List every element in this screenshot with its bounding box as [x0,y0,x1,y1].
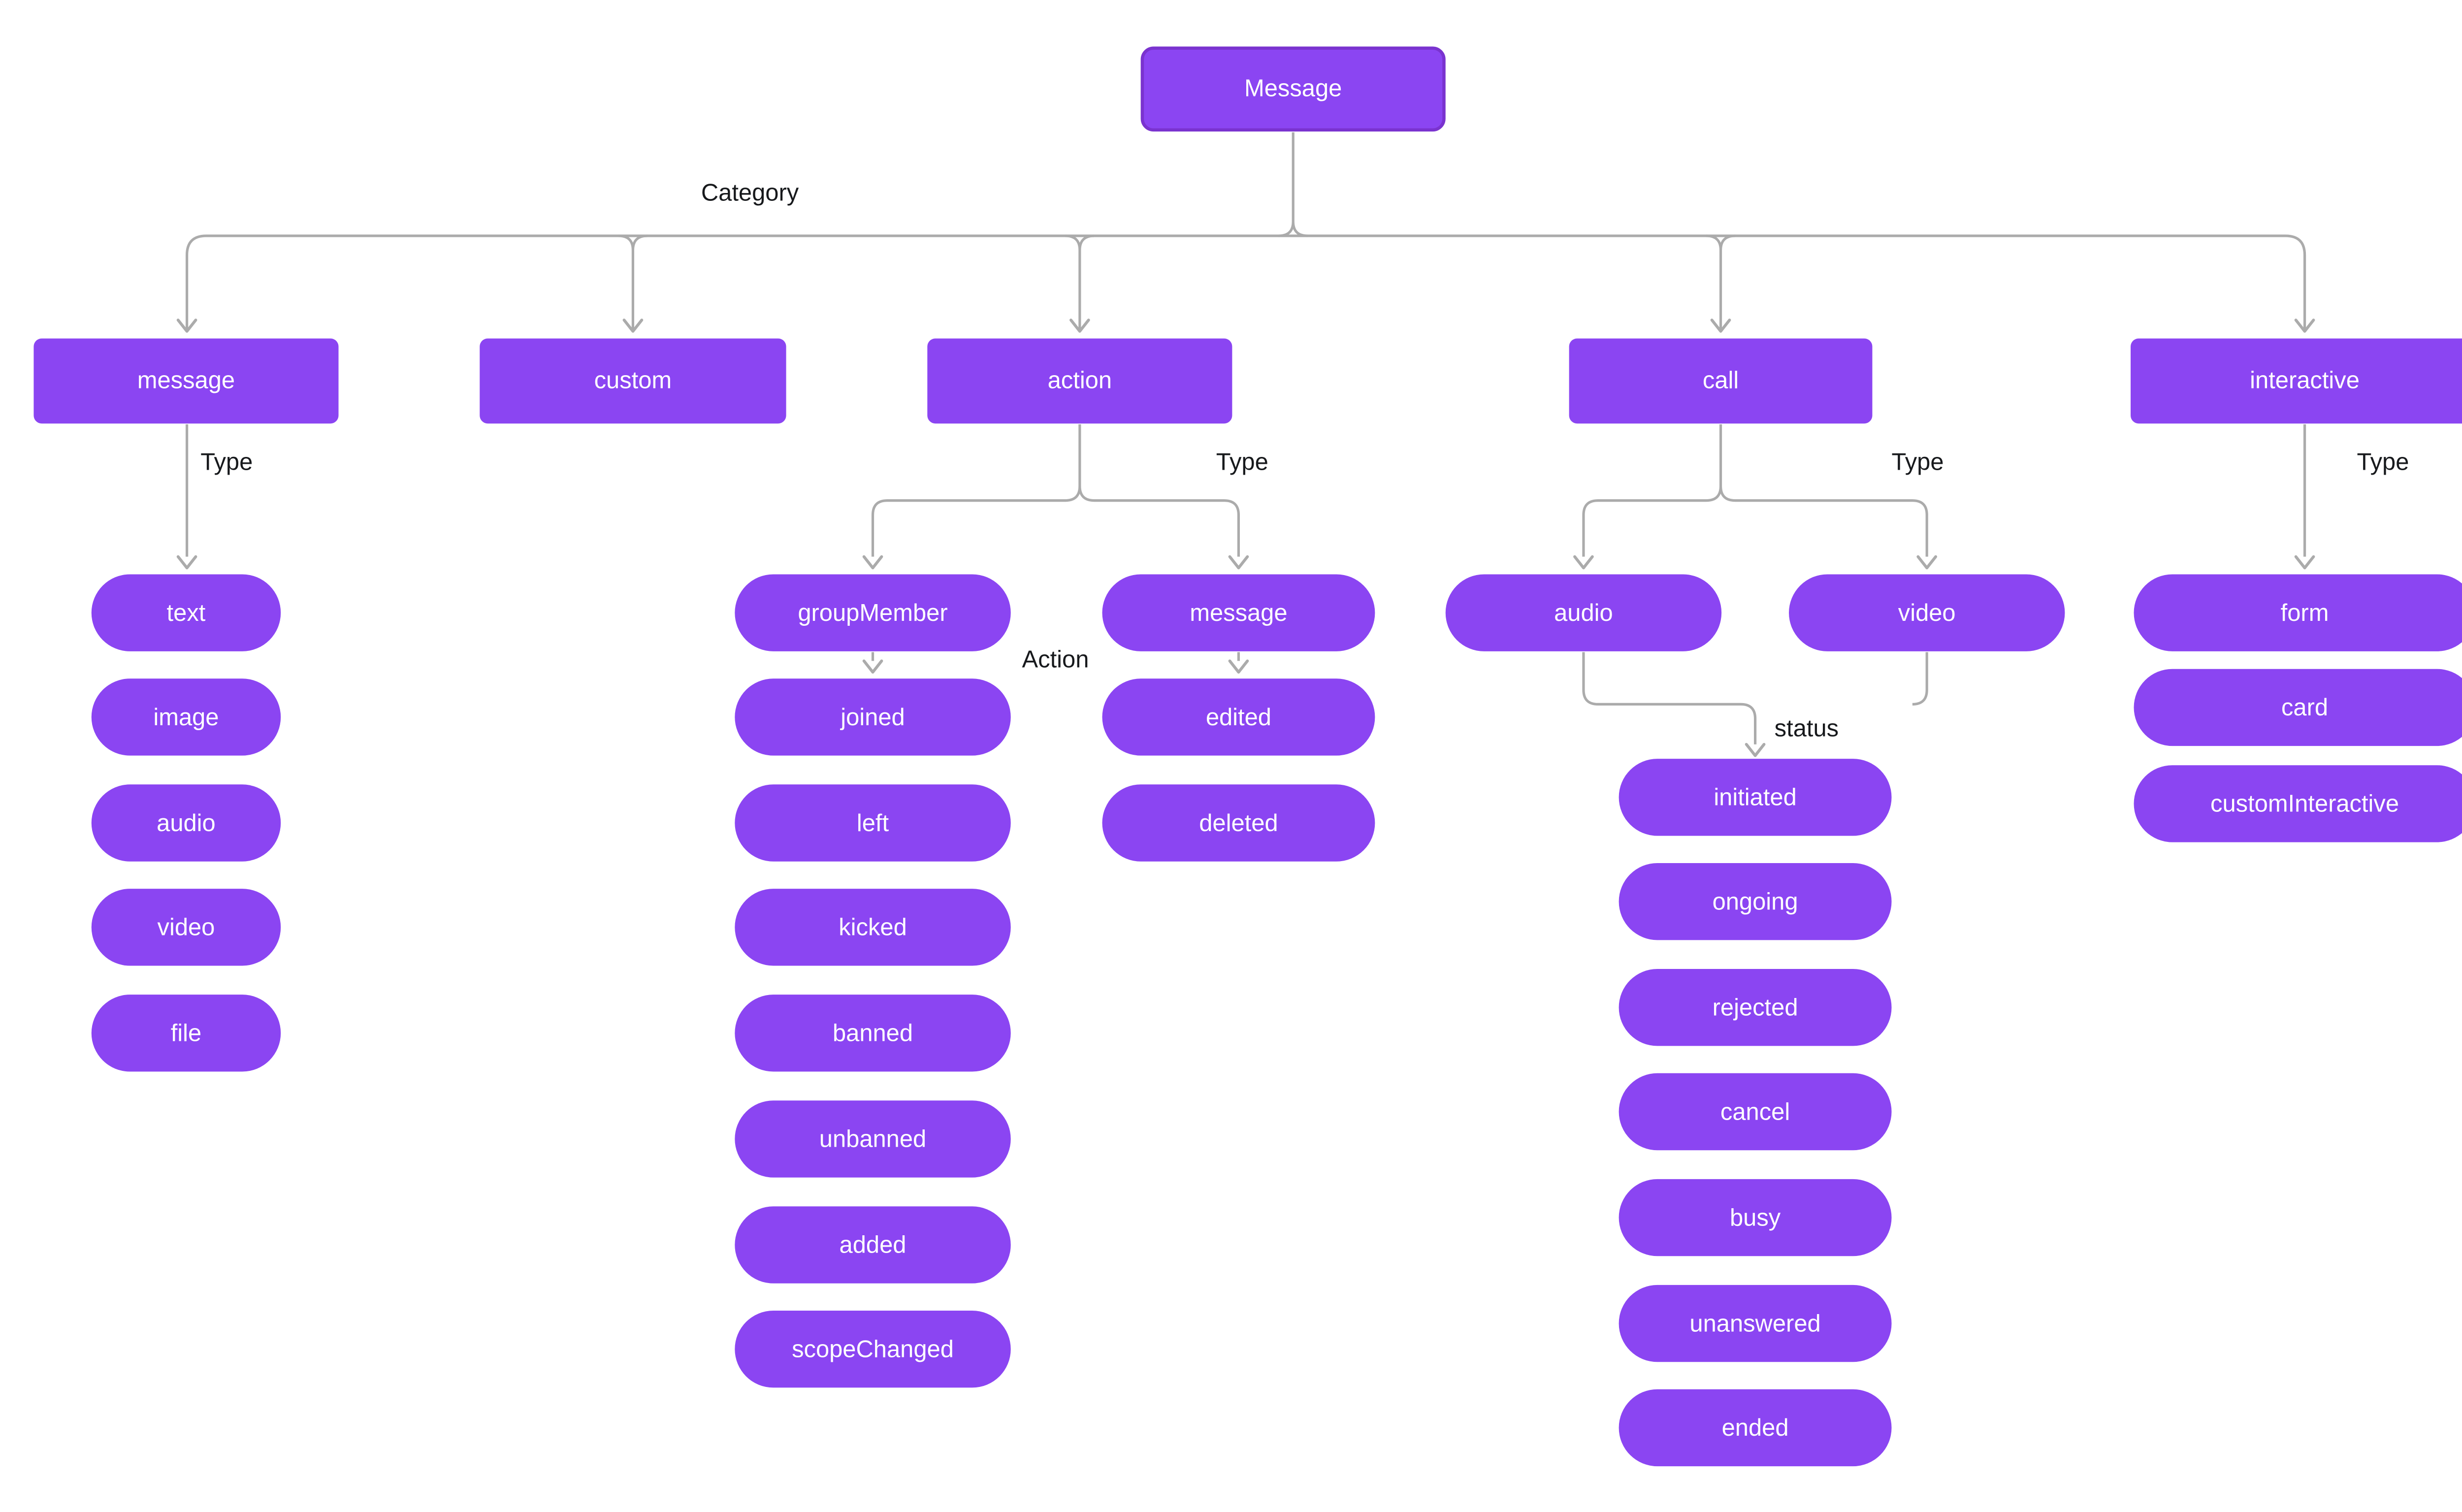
edge-label-type-interactive: Type [2357,449,2409,477]
arrowhead-edited [1228,659,1249,674]
node-status-ended: ended [1619,1389,1892,1467]
edge-label-category: Category [701,179,799,207]
node-category-interactive: interactive [2131,338,2462,424]
node-type-groupmember: groupMember [735,574,1011,651]
arrowhead-form [2294,555,2315,570]
connector-trunk [185,234,2306,329]
node-category-custom: custom [480,338,786,424]
connector-root-stem [1278,132,1308,237]
node-action-kicked: kicked [735,889,1011,966]
edge-label-action: Action [1022,646,1089,674]
node-type-call-video: video [1789,574,2065,651]
node-type-custominteractive: customInteractive [2134,765,2462,842]
connector-action-split [871,424,1240,557]
node-action-banned: banned [735,995,1011,1072]
node-action-joined: joined [735,678,1011,756]
node-action-left: left [735,784,1011,862]
arrowhead-action-message [1228,555,1249,570]
node-type-action-message: message [1102,574,1375,651]
node-type-card: card [2134,669,2462,746]
connector-drop-call [1706,234,1735,329]
arrowhead-call [1710,319,1731,333]
edge-label-type-message: Type [200,449,253,477]
connector-status-merge [1582,652,1928,744]
arrowhead-interactive [2294,319,2315,333]
node-category-message: message [33,338,339,424]
node-status-initiated: initiated [1619,759,1892,836]
node-type-file: file [91,995,281,1072]
node-type-image: image [91,678,281,756]
arrowhead-groupmember [862,555,883,570]
node-category-action: action [927,338,1232,424]
connector-drop-action [1065,234,1095,329]
arrowhead-message [176,319,197,333]
node-action-unbanned: unbanned [735,1100,1011,1178]
node-type-video: video [91,889,281,966]
node-status-ongoing: ongoing [1619,863,1892,940]
node-action-deleted: deleted [1102,784,1375,862]
node-status-rejected: rejected [1619,969,1892,1046]
node-action-scopechanged: scopeChanged [735,1311,1011,1388]
node-type-audio: audio [91,784,281,862]
node-status-unanswered: unanswered [1619,1285,1892,1362]
node-type-text: text [91,574,281,651]
node-status-busy: busy [1619,1179,1892,1256]
arrowhead-custom [622,319,644,333]
edge-label-type-action: Type [1216,449,1268,477]
arrowhead-audio [1573,555,1594,570]
node-type-call-audio: audio [1445,574,1722,651]
arrowhead-action [1069,319,1090,333]
arrowhead-initiated [1745,742,1766,757]
node-status-cancel: cancel [1619,1073,1892,1151]
arrowhead-video [1916,555,1938,570]
connector-call-split [1582,424,1928,557]
node-action-edited: edited [1102,678,1375,756]
connector-drop-custom [618,234,648,329]
edge-label-type-call: Type [1891,449,1944,477]
arrowhead-text [176,555,197,570]
node-type-form: form [2134,574,2462,651]
node-action-added: added [735,1206,1011,1284]
node-category-call: call [1569,338,1873,424]
edge-label-status: status [1774,715,1839,743]
arrowhead-joined [862,659,883,674]
node-root-message: Message [1140,46,1446,132]
